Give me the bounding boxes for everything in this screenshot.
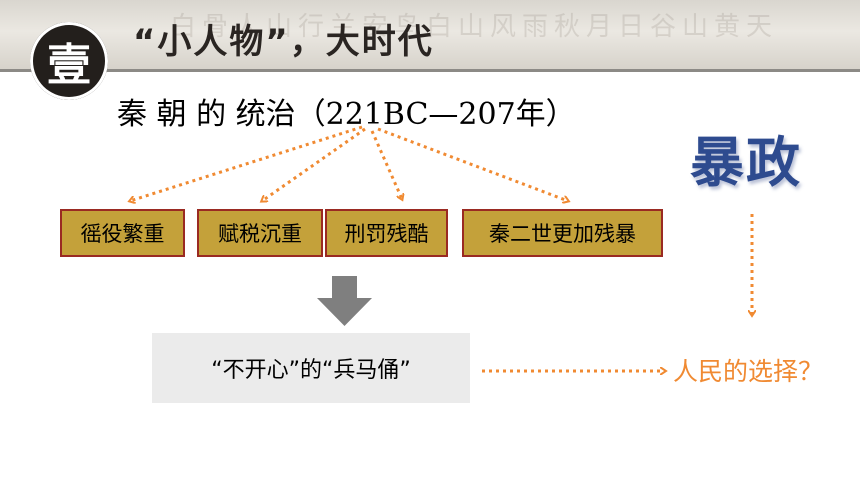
- gray-down-arrow: [317, 276, 372, 326]
- tyranny-label: 暴政: [690, 130, 802, 194]
- banner-watermark: 白骨人山行兰安鸟白山风雨秋月日谷山黄天: [170, 12, 779, 42]
- choice-label: 人民的选择？: [673, 357, 824, 386]
- header-divider: [0, 69, 860, 72]
- subtitle: 秦 朝 的 统治（221BC—207年）: [117, 97, 576, 132]
- arrow-to-box-2: [262, 127, 366, 201]
- header-banner: 白骨人山行兰安鸟白山风雨秋月日谷山黄天: [0, 0, 860, 70]
- box-corvee: 徭役繁重: [60, 209, 185, 257]
- box-tax: 赋税沉重: [197, 209, 323, 257]
- arrow-to-box-3: [370, 130, 402, 199]
- page-title: “小人物”，大时代: [133, 22, 434, 62]
- section-badge: 壹: [30, 22, 108, 100]
- arrow-to-box-4: [377, 127, 568, 201]
- arrow-to-box-1: [130, 125, 363, 201]
- section-badge-char: 壹: [47, 40, 91, 91]
- box-punishment: 刑罚残酷: [325, 209, 448, 257]
- quote-box: “不开心”的“兵马俑”: [152, 333, 470, 403]
- box-qin-ershi: 秦二世更加残暴: [462, 209, 663, 257]
